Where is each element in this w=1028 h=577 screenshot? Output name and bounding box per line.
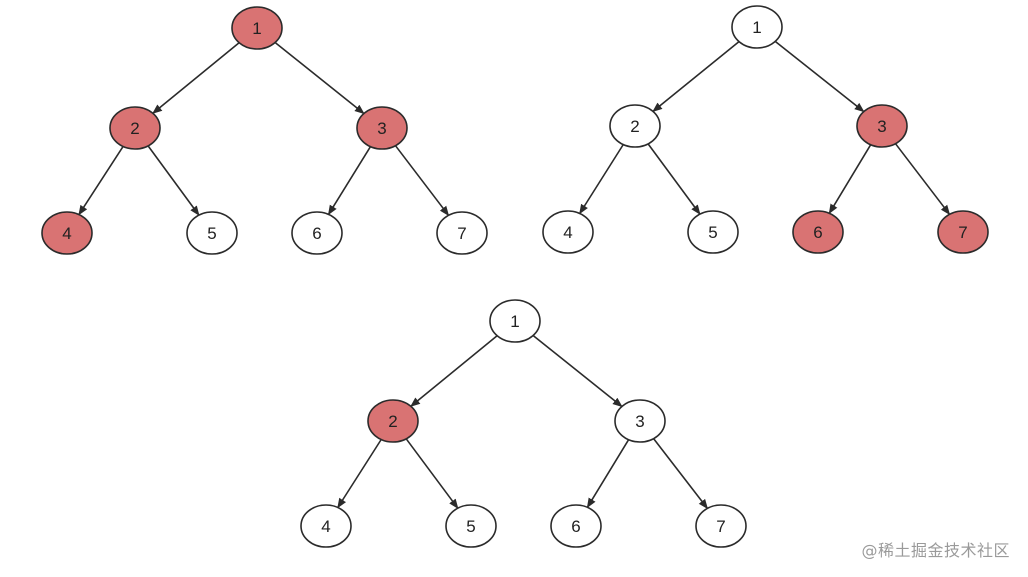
node-circle — [550, 504, 602, 548]
node-label: 1 — [252, 19, 261, 38]
node-label: 5 — [207, 224, 216, 243]
node-label: 4 — [321, 517, 330, 536]
edge-2-5 — [647, 143, 701, 215]
edge-2-5 — [405, 438, 459, 510]
node-circle — [687, 210, 739, 254]
node-circle — [445, 504, 497, 548]
node-label: 1 — [752, 18, 761, 37]
edge-2-4 — [78, 145, 124, 216]
edge-1-2 — [152, 42, 240, 114]
tree-node-3: 3 — [356, 106, 408, 150]
tree-node-4: 4 — [41, 211, 93, 255]
node-label: 1 — [510, 312, 519, 331]
edge-1-2 — [652, 40, 740, 113]
node-circle — [186, 211, 238, 255]
tree-node-1: 1 — [231, 6, 283, 50]
tree-node-2: 2 — [609, 104, 661, 148]
tree-node-2: 2 — [367, 399, 419, 443]
edge-3-7 — [652, 438, 709, 510]
node-label: 7 — [716, 517, 725, 536]
tree-node-6: 6 — [291, 211, 343, 255]
edge-3-7 — [894, 143, 951, 216]
edge-3-6 — [586, 439, 630, 509]
tree-2: 1 2 3 4 5 6 7 — [542, 5, 989, 254]
node-circle — [367, 399, 419, 443]
tree-node-5: 5 — [687, 210, 739, 254]
node-circle — [731, 5, 783, 49]
node-label: 6 — [312, 224, 321, 243]
node-label: 7 — [958, 223, 967, 242]
tree-node-5: 5 — [186, 211, 238, 255]
edge-3-6 — [828, 144, 872, 215]
node-circle — [695, 504, 747, 548]
tree-1: 1 2 3 4 5 6 7 — [41, 6, 488, 255]
node-label: 2 — [388, 412, 397, 431]
tree-node-5: 5 — [445, 504, 497, 548]
node-circle — [109, 106, 161, 150]
edge-3-7 — [394, 145, 450, 217]
edge-2-5 — [147, 145, 200, 216]
node-circle — [542, 210, 594, 254]
node-label: 3 — [877, 117, 886, 136]
node-label: 3 — [377, 119, 386, 138]
node-circle — [436, 211, 488, 255]
watermark-text: @稀土掘金技术社区 — [861, 541, 1010, 560]
node-label: 4 — [62, 224, 71, 243]
tree-node-7: 7 — [695, 504, 747, 548]
node-circle — [41, 211, 93, 255]
node-circle — [291, 211, 343, 255]
node-label: 5 — [466, 517, 475, 536]
node-circle — [300, 504, 352, 548]
node-circle — [792, 210, 844, 254]
tree-node-6: 6 — [792, 210, 844, 254]
node-circle — [489, 299, 541, 343]
tree-node-4: 4 — [542, 210, 594, 254]
node-circle — [856, 104, 908, 148]
tree-node-4: 4 — [300, 504, 352, 548]
edge-1-2 — [410, 335, 498, 407]
node-circle — [609, 104, 661, 148]
node-circle — [614, 399, 666, 443]
node-circle — [231, 6, 283, 50]
tree-node-3: 3 — [614, 399, 666, 443]
node-label: 2 — [630, 117, 639, 136]
node-label: 5 — [708, 223, 717, 242]
edge-2-4 — [579, 144, 624, 215]
tree-node-1: 1 — [731, 5, 783, 49]
node-label: 7 — [457, 224, 466, 243]
node-label: 6 — [571, 517, 580, 536]
tree-node-3: 3 — [856, 104, 908, 148]
tree-node-1: 1 — [489, 299, 541, 343]
edge-2-4 — [337, 439, 382, 509]
node-label: 4 — [563, 223, 572, 242]
tree-node-2: 2 — [109, 106, 161, 150]
node-label: 6 — [813, 223, 822, 242]
node-circle — [356, 106, 408, 150]
edge-1-3 — [532, 334, 623, 408]
edge-1-3 — [274, 41, 365, 115]
node-label: 3 — [635, 412, 644, 431]
node-circle — [937, 210, 989, 254]
tree-node-7: 7 — [937, 210, 989, 254]
node-label: 2 — [130, 119, 139, 138]
tree-node-7: 7 — [436, 211, 488, 255]
edge-1-3 — [774, 40, 865, 113]
tree-node-6: 6 — [550, 504, 602, 548]
edge-3-6 — [327, 146, 372, 216]
tree-3: 1 2 3 4 5 6 7 — [300, 299, 747, 548]
